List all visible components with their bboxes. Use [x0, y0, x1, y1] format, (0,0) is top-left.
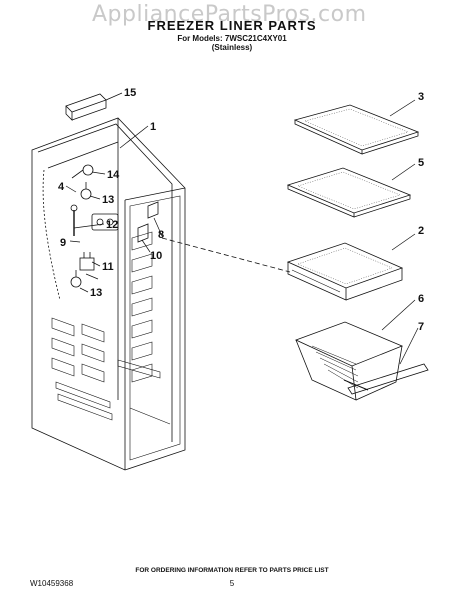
callout-14: 14: [107, 169, 120, 181]
part-5-glass-shelf: [286, 167, 412, 218]
callout-7: 7: [418, 321, 424, 333]
callout-2: 2: [418, 225, 424, 237]
callout-10: 10: [150, 250, 162, 262]
callout-labels: 15 1 3 5 2 6 7 8 10 14 13 4 12 9 11 13: [58, 87, 424, 333]
part-11-light-housing: [91, 213, 119, 231]
part-2-framed-shelf: [286, 242, 404, 301]
part-7-rail: [347, 363, 429, 395]
document-number: W10459368: [30, 579, 74, 588]
callout-13-upper: 13: [102, 194, 114, 206]
part-6-freezer-bin: [294, 321, 404, 401]
part-3-glass-shelf: [293, 104, 420, 155]
part-14-thermistor: [71, 164, 94, 179]
part-13-lower-light: [70, 270, 82, 288]
part-1-freezer-liner: [31, 117, 186, 471]
callout-6: 6: [418, 293, 424, 305]
leader-lines: [65, 92, 419, 365]
callout-3: 3: [418, 91, 424, 103]
page-title: FREEZER LINER PARTS: [147, 18, 317, 33]
callout-9: 9: [60, 237, 66, 249]
callout-1: 1: [150, 121, 156, 133]
callout-12-upper-ref: 12: [106, 219, 118, 231]
watermark: AppliancePartsPros.com: [92, 2, 367, 27]
variant-subtitle: (Stainless): [211, 43, 253, 52]
callout-13-lower: 13: [90, 287, 102, 299]
ordering-note: FOR ORDERING INFORMATION REFER TO PARTS …: [135, 567, 329, 574]
callout-8: 8: [158, 229, 164, 241]
callout-15: 15: [124, 87, 136, 99]
models-subtitle: For Models: 7WSC21C4XY01: [177, 34, 287, 43]
part-10-hinge: [137, 223, 149, 243]
page-number: 5: [229, 579, 235, 588]
assembly-dashed-line: [161, 237, 291, 273]
callout-4: 4: [58, 181, 65, 193]
callout-5: 5: [418, 157, 424, 169]
part-12-lamp: [70, 204, 78, 236]
part-15-bracket: [65, 93, 107, 121]
part-13-upper-light: [80, 182, 92, 200]
part-9-switch: [79, 252, 95, 271]
callout-11: 11: [102, 261, 114, 273]
part-8-hinge-cover: [147, 201, 159, 219]
